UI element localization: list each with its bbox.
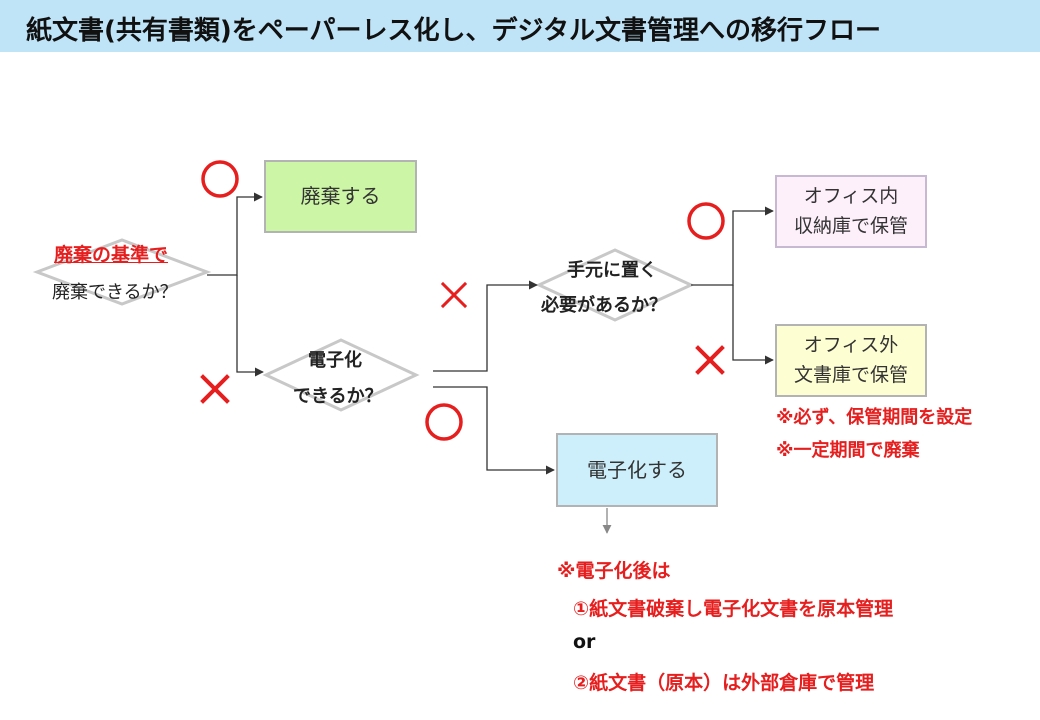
no-mark-icon [200,374,230,404]
after-digitize-or: or [573,631,596,653]
yes-mark-icon [425,403,463,441]
connector-d3-office-in [691,206,774,286]
decision-1-criteria: 廃棄の基準で [54,244,169,266]
decision-2-line1: 電子化 [308,350,362,371]
discard-box: 廃棄する [264,160,417,233]
yes-mark-icon [201,160,239,198]
decision-1-shape [32,238,212,306]
after-digitize-option-1: ①紙文書破棄し電子化文書を原本管理 [573,598,894,620]
page-title: 紙文書(共有書類)をペーパーレス化し、デジタル文書管理への移行フロー [26,16,881,46]
off-site-note-1: ※必ず、保管期間を設定 [776,407,973,428]
connector-d1-d2 [236,275,264,377]
after-digitize-option-2: ②紙文書（原本）は外部倉庫で管理 [573,672,875,694]
office-out-line1: オフィス外 [803,334,899,357]
digitize-box: 電子化する [556,433,718,507]
office-in-line2: 収納庫で保管 [793,214,908,237]
discard-label: 廃棄する [300,184,381,208]
office-in-storage-box: オフィス内 収納庫で保管 [775,175,927,248]
connector-d1-discard [207,192,263,276]
after-digitize-note-heading: ※電子化後は [557,560,671,582]
off-site-note-2: ※一定期間で廃棄 [776,440,920,461]
office-out-storage-box: オフィス外 文書庫で保管 [775,324,927,397]
digitize-label: 電子化する [587,457,687,482]
decision-1-question: 廃棄できるか？ [52,282,178,303]
decision-3-line1: 手元に置く [567,260,657,281]
connector-d3-office-out [732,285,774,365]
office-out-line2: 文書庫で保管 [793,363,908,386]
no-mark-icon [695,345,725,375]
decision-2-line2: できるか？ [293,386,383,407]
office-in-line1: オフィス内 [803,185,899,208]
title-bar: 紙文書(共有書類)をペーパーレス化し、デジタル文書管理への移行フロー [0,0,1040,52]
no-mark-icon [440,281,468,309]
decision-2-shape [262,338,420,412]
connector-d2-digitize [433,386,555,475]
decision-3-line2: 必要があるか？ [541,295,667,316]
connector-d2-d3 [433,280,538,372]
yes-mark-icon [687,202,725,240]
